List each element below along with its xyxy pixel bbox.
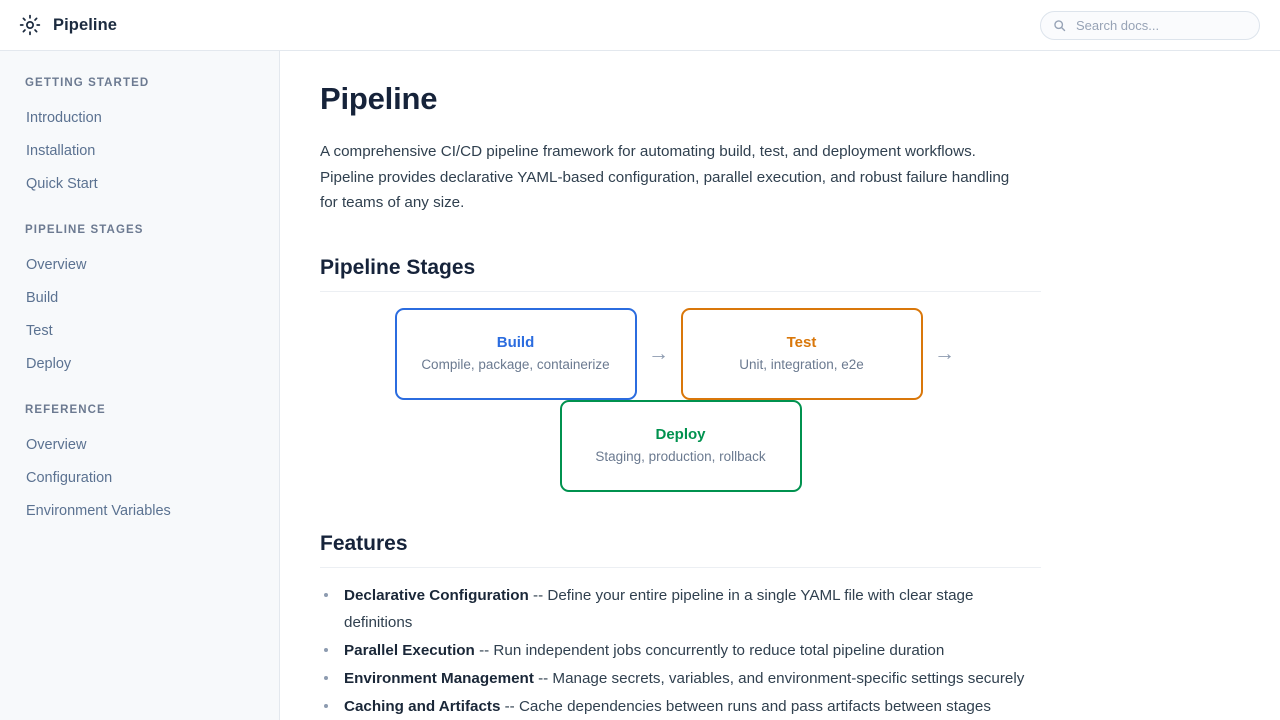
- sidebar-item-build[interactable]: Build: [26, 290, 59, 306]
- feature-text: -- Manage secrets, variables, and enviro…: [533, 669, 1025, 687]
- feature-text: -- Define your entire pipeline in a sing…: [344, 586, 974, 631]
- list-item: Parallel Execution -- Run independent jo…: [320, 637, 1041, 664]
- feature-term: Declarative Configuration: [344, 586, 529, 604]
- intro-paragraph: A comprehensive CI/CD pipeline framework…: [320, 143, 1010, 211]
- stage-name-build: Build: [496, 334, 535, 352]
- stage-name-deploy: Deploy: [655, 426, 706, 444]
- sidebar-item-overview-reference[interactable]: Overview: [26, 437, 87, 453]
- sidebar-section-pipeline-stages: PIPELINE STAGES: [25, 224, 144, 236]
- sidebar-item-deploy[interactable]: Deploy: [26, 356, 72, 372]
- stage-card-deploy[interactable]: Deploy Staging, production, rollback: [559, 399, 802, 492]
- brand-name: Pipeline: [53, 15, 118, 34]
- stage-card-test[interactable]: Test Unit, integration, e2e: [680, 307, 923, 400]
- sidebar-item-test[interactable]: Test: [26, 323, 53, 339]
- list-item: Caching and Artifacts -- Cache dependenc…: [320, 693, 1041, 720]
- feature-text: -- Cache dependencies between runs and p…: [500, 697, 991, 715]
- brand[interactable]: Pipeline: [0, 14, 117, 36]
- list-item: Environment Management -- Manage secrets…: [320, 665, 1041, 692]
- search-input[interactable]: [1074, 17, 1247, 34]
- sidebar-item-introduction[interactable]: Introduction: [26, 110, 102, 126]
- stage-card-build[interactable]: Build Compile, package, containerize: [394, 307, 637, 400]
- stage-desc-test: Unit, integration, e2e: [739, 357, 864, 373]
- search-box[interactable]: [1040, 11, 1260, 40]
- top-header: Pipeline: [0, 0, 1280, 51]
- pipeline-stage-diagram: Build Compile, package, containerize → T…: [320, 307, 1041, 492]
- main-content: Pipeline A comprehensive CI/CD pipeline …: [280, 51, 1280, 720]
- stage-desc-deploy: Staging, production, rollback: [595, 449, 766, 465]
- sidebar-item-environment-variables[interactable]: Environment Variables: [26, 503, 171, 519]
- feature-list: Declarative Configuration -- Define your…: [320, 582, 1041, 720]
- feature-term: Parallel Execution: [344, 641, 475, 659]
- sidebar-section-getting-started: GETTING STARTED: [25, 77, 150, 89]
- feature-term: Environment Management: [344, 669, 534, 687]
- arrow-right-icon-1: →: [648, 342, 669, 365]
- list-item: Declarative Configuration -- Define your…: [320, 582, 1041, 636]
- sidebar-item-quick-start[interactable]: Quick Start: [26, 176, 98, 192]
- sidebar-section-reference: REFERENCE: [25, 404, 106, 416]
- section-heading-pipeline-stages: Pipeline Stages: [320, 256, 1041, 292]
- sidebar: GETTING STARTED Introduction Installatio…: [0, 51, 280, 720]
- arrow-right-icon-2: →: [934, 342, 955, 365]
- search-icon: [1053, 19, 1066, 32]
- feature-term: Caching and Artifacts: [344, 697, 501, 715]
- sidebar-item-installation[interactable]: Installation: [26, 143, 96, 159]
- page-title: Pipeline: [320, 81, 438, 116]
- sun-burst-icon: [19, 14, 41, 36]
- search-container: [1040, 11, 1260, 40]
- feature-text: -- Run independent jobs concurrently to …: [474, 641, 945, 659]
- sidebar-item-configuration[interactable]: Configuration: [26, 470, 113, 486]
- stage-desc-build: Compile, package, containerize: [421, 357, 610, 373]
- stage-name-test: Test: [786, 334, 817, 352]
- section-heading-features: Features: [320, 532, 1041, 568]
- sidebar-item-overview-stages[interactable]: Overview: [26, 257, 87, 273]
